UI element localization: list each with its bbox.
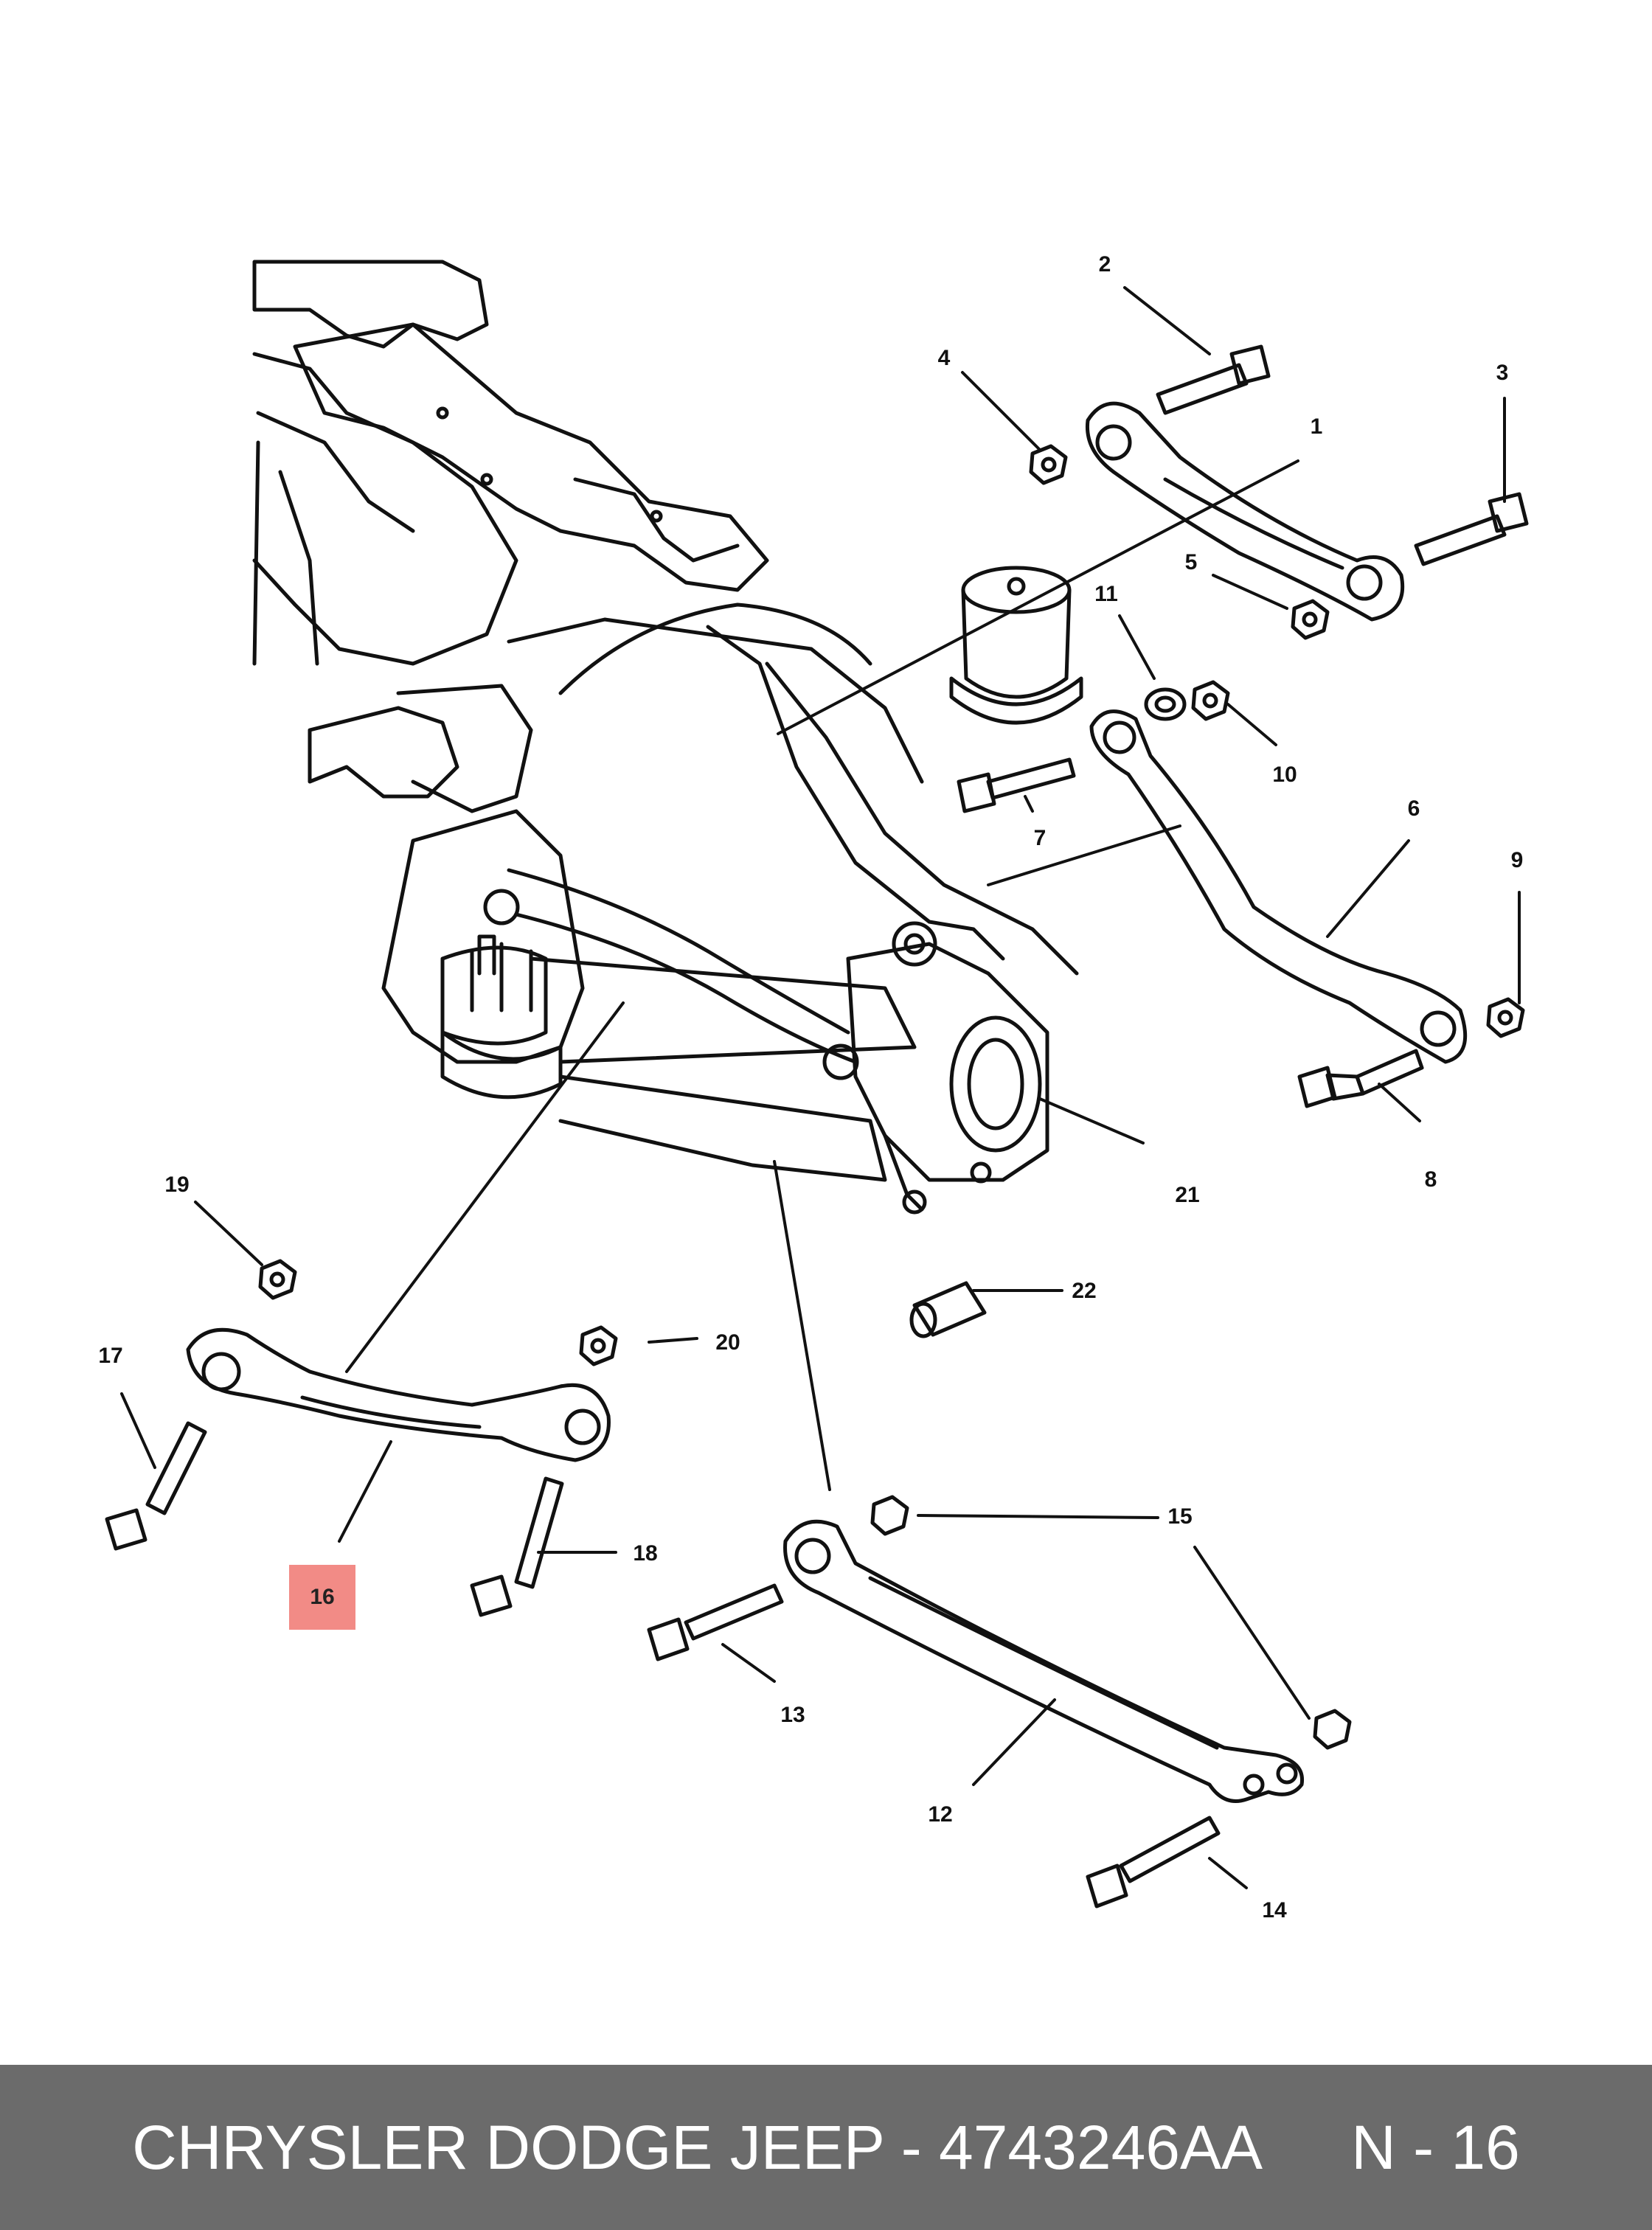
callout-22: 22 bbox=[1072, 1279, 1096, 1303]
part-17-bolt bbox=[105, 1421, 207, 1551]
leader-lines bbox=[120, 286, 1521, 1889]
part-18-bolt bbox=[470, 1476, 564, 1617]
callout-8: 8 bbox=[1425, 1167, 1437, 1192]
part-13-bolt bbox=[647, 1583, 784, 1661]
part-19-nut bbox=[258, 1259, 297, 1300]
part-3-bolt bbox=[1414, 492, 1529, 566]
lower-arm-assembly bbox=[381, 625, 1079, 1182]
callout-11: 11 bbox=[1094, 582, 1118, 606]
part-10-nut bbox=[1191, 680, 1230, 721]
callout-21: 21 bbox=[1175, 1183, 1199, 1207]
part-7-bolt bbox=[957, 757, 1076, 813]
callout-7: 7 bbox=[1034, 826, 1047, 850]
footer-brand-part: CHRYSLER DODGE JEEP - 4743246AA bbox=[132, 2112, 1263, 2182]
callout-3: 3 bbox=[1496, 361, 1509, 385]
part-16-upper-control-link bbox=[186, 1327, 611, 1462]
highlighted-callout-16: 16 bbox=[289, 1565, 355, 1630]
part-8-bolt bbox=[1297, 1049, 1424, 1108]
part-15-nut bbox=[870, 1495, 1352, 1750]
callout-18: 18 bbox=[633, 1541, 657, 1566]
part-9-nut bbox=[1486, 997, 1525, 1038]
callout-5: 5 bbox=[1185, 550, 1198, 574]
subframe bbox=[252, 260, 924, 813]
part-14-bolt bbox=[1086, 1816, 1221, 1908]
part-6-link bbox=[1089, 709, 1468, 1064]
callout-14: 14 bbox=[1262, 1898, 1287, 1922]
callout-20: 20 bbox=[715, 1330, 740, 1355]
callout-12: 12 bbox=[928, 1802, 952, 1827]
callout-15: 15 bbox=[1167, 1504, 1192, 1529]
callout-labels: 1 2 3 4 5 6 7 8 9 10 11 12 13 14 15 17 1… bbox=[98, 252, 1523, 1922]
part-11-washer bbox=[1144, 687, 1187, 721]
knuckle-hub bbox=[846, 942, 1049, 1215]
suspension-exploded-diagram: 1 2 3 4 5 6 7 8 9 10 11 12 13 14 15 17 1… bbox=[98, 252, 1529, 1922]
callout-9: 9 bbox=[1511, 848, 1524, 872]
callout-17: 17 bbox=[98, 1344, 122, 1368]
part-5-nut bbox=[1291, 599, 1330, 640]
part-22-bushing bbox=[909, 1281, 987, 1338]
callout-4: 4 bbox=[938, 346, 951, 370]
part-20-nut bbox=[579, 1325, 618, 1366]
part-2-bolt bbox=[1156, 344, 1271, 415]
highlighted-callout-label: 16 bbox=[310, 1585, 335, 1609]
callout-2: 2 bbox=[1099, 252, 1111, 277]
spring-mount bbox=[949, 566, 1083, 725]
part-4-nut bbox=[1029, 444, 1068, 485]
callout-1: 1 bbox=[1311, 414, 1323, 439]
callout-10: 10 bbox=[1272, 763, 1297, 787]
callout-13: 13 bbox=[780, 1703, 805, 1727]
callout-6: 6 bbox=[1408, 796, 1420, 821]
part-number-footer: CHRYSLER DODGE JEEP - 4743246AA N - 16 bbox=[0, 2065, 1652, 2230]
callout-19: 19 bbox=[164, 1173, 189, 1197]
part-12-lateral-link bbox=[783, 1519, 1305, 1803]
part-1-upper-link bbox=[1085, 401, 1405, 622]
footer-reference: N - 16 bbox=[1351, 2112, 1520, 2182]
